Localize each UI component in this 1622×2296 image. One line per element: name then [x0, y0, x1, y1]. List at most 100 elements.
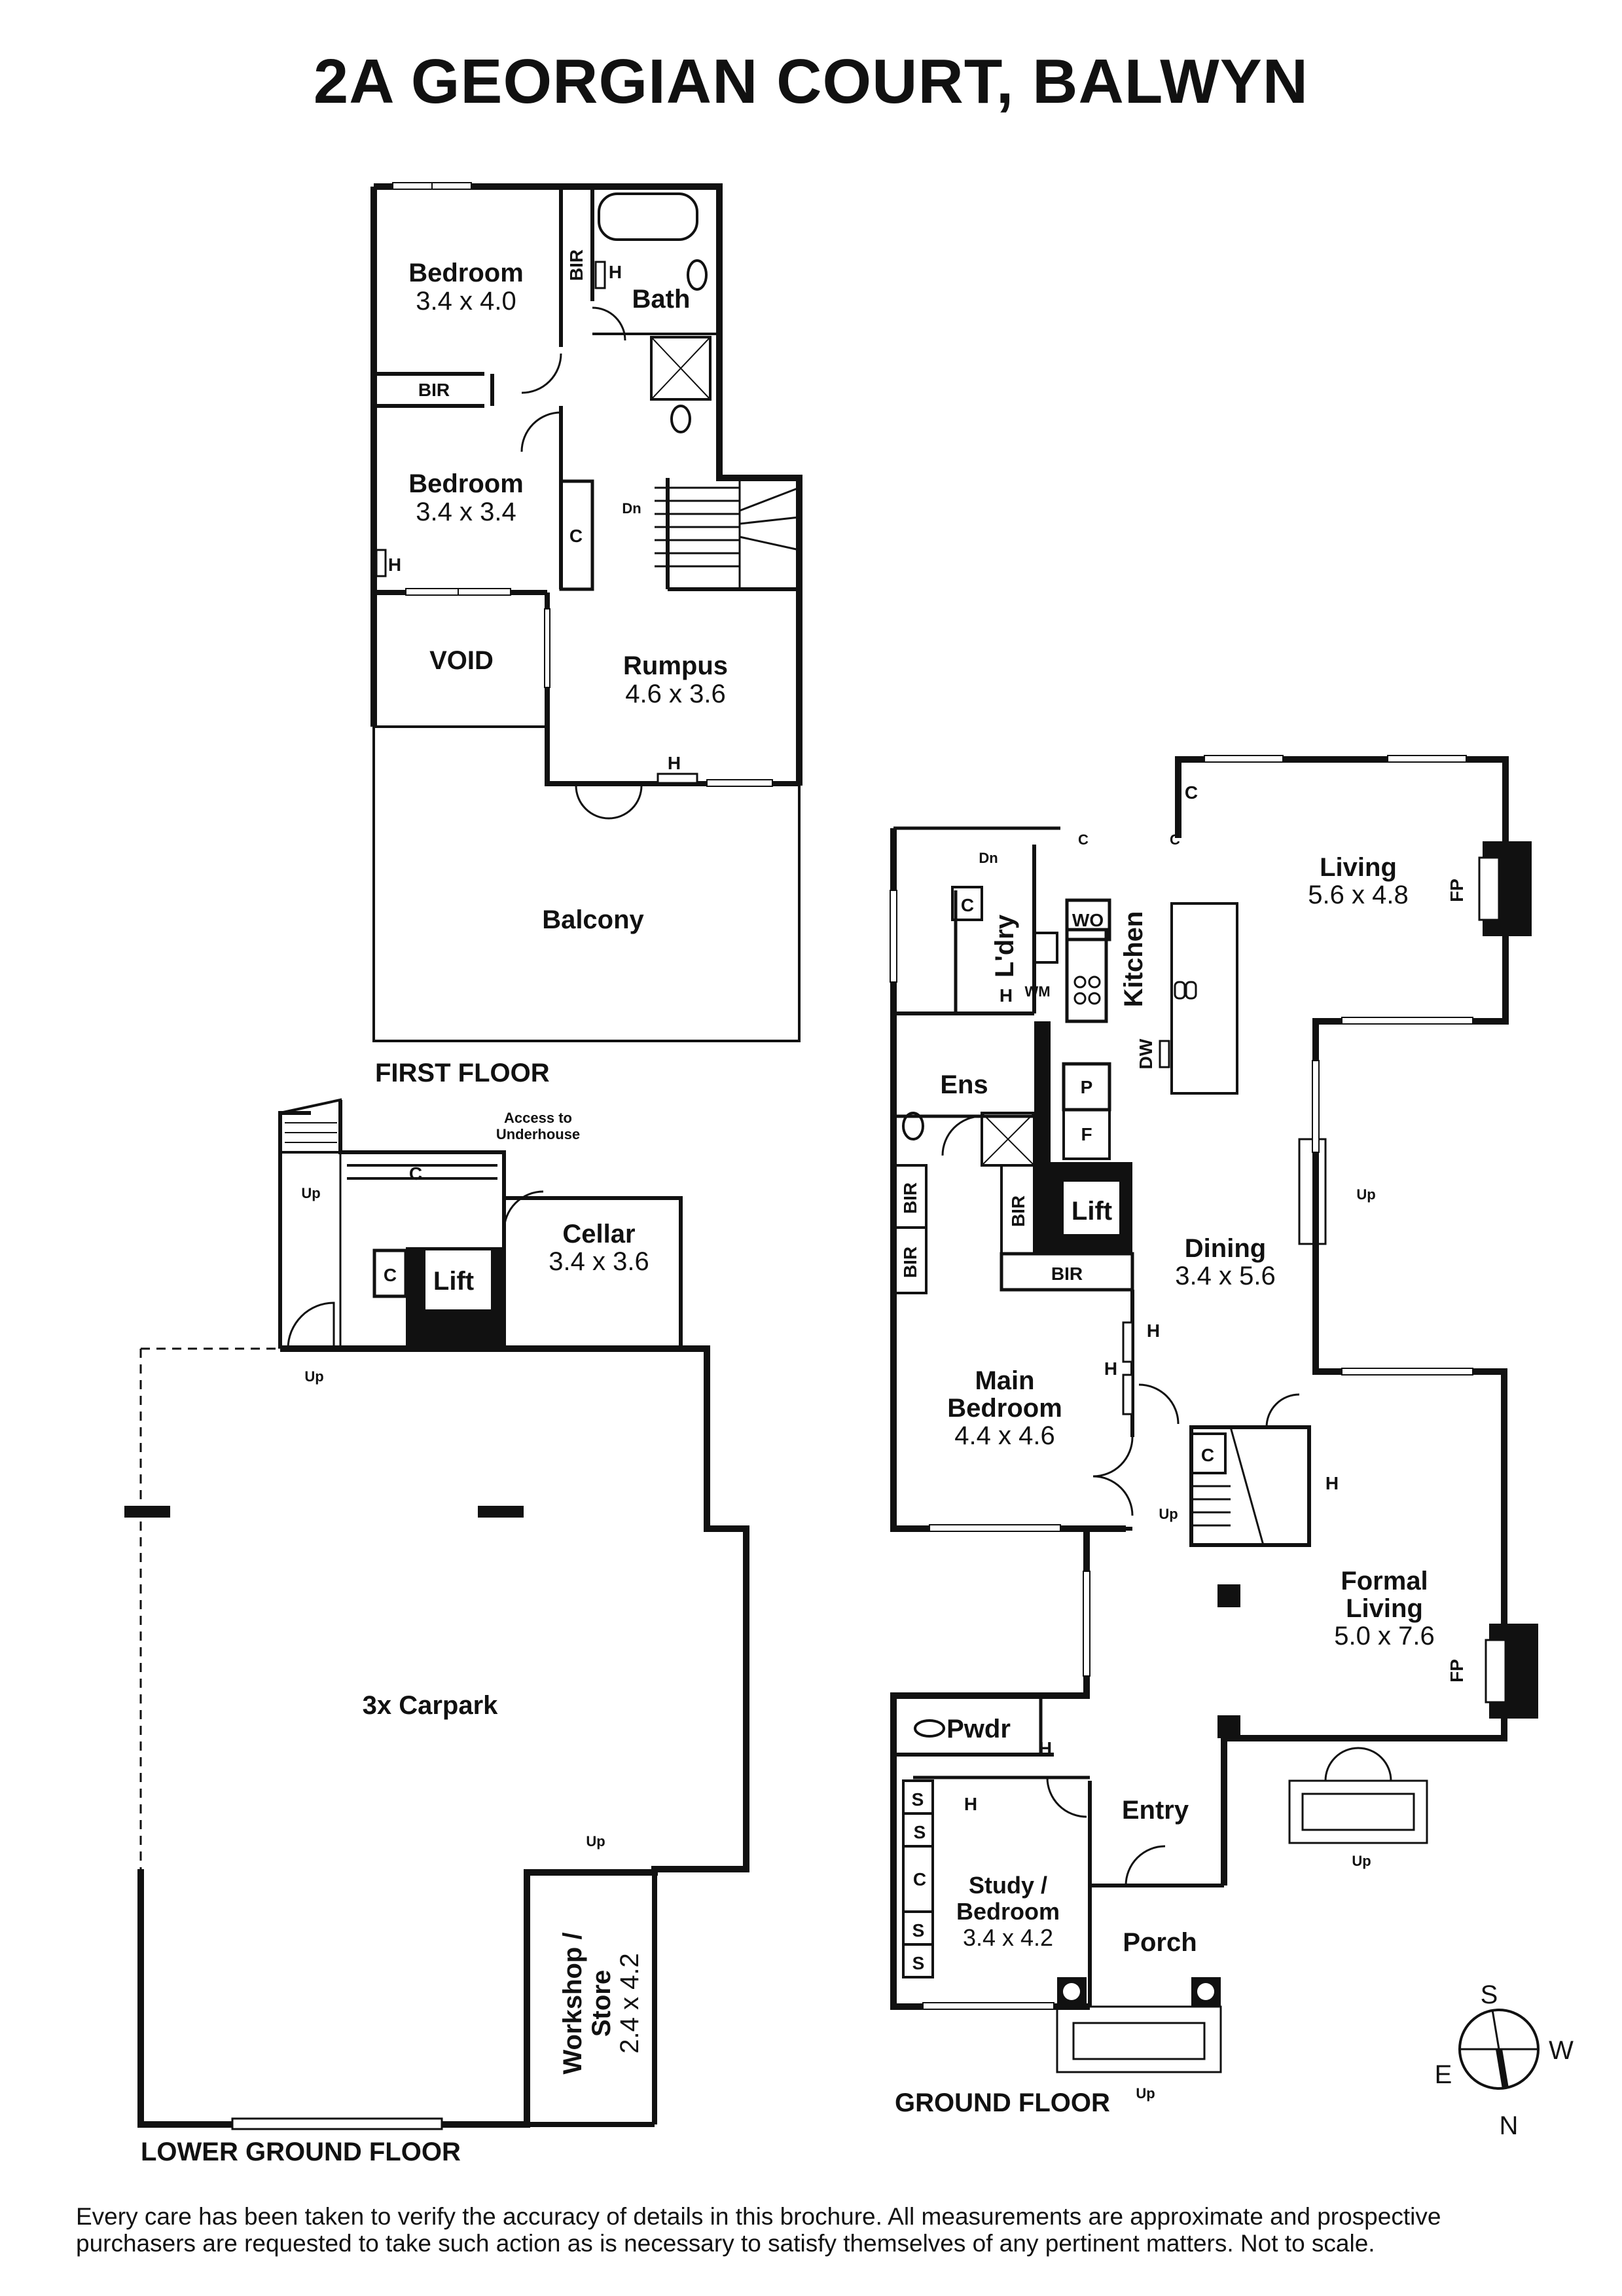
- room-name: Living: [1346, 1594, 1423, 1623]
- room-dim: 5.0 x 7.6: [1334, 1622, 1434, 1650]
- first-floor-wall: [374, 183, 802, 786]
- heater: [375, 549, 387, 577]
- label-up: Up: [301, 1185, 320, 1201]
- label-underhouse: Underhouse: [496, 1126, 580, 1142]
- label-up: Up: [1352, 1853, 1371, 1869]
- label-wo: WO: [1072, 910, 1104, 930]
- window: [922, 2002, 1054, 2010]
- window: [458, 588, 511, 596]
- label-h: H: [1000, 985, 1013, 1006]
- door-swing: [1092, 1436, 1134, 1478]
- door-swing: [608, 785, 643, 820]
- label-h: H: [1039, 1738, 1052, 1758]
- label-up: Up: [304, 1368, 323, 1385]
- room-dim: 3.4 x 5.6: [1175, 1262, 1275, 1290]
- label-access: Access to: [504, 1110, 572, 1126]
- label-bir: BIR: [1051, 1264, 1083, 1284]
- toilet: [914, 1719, 945, 1738]
- compass: [1458, 2009, 1540, 2090]
- dishwasher: [1159, 1040, 1170, 1068]
- lift-label: Lift: [433, 1267, 474, 1296]
- room-name: Bedroom: [408, 469, 524, 498]
- first-floor-stairs: [655, 478, 800, 589]
- shower: [650, 336, 712, 401]
- study-storage: [902, 1943, 934, 1978]
- label-f: F: [1081, 1124, 1092, 1144]
- room-name: Bedroom: [408, 259, 524, 287]
- lower-floor-wall: [278, 1111, 311, 1349]
- column: [1217, 1584, 1240, 1607]
- room-dim: 2.4 x 4.2: [615, 1953, 644, 2053]
- window: [1204, 755, 1284, 763]
- label-s: S: [912, 1953, 925, 1973]
- label-h: H: [1147, 1321, 1160, 1341]
- label-h: H: [964, 1794, 977, 1814]
- door-swing: [941, 1115, 982, 1156]
- room-name: Living: [1320, 853, 1397, 882]
- page-title: 2A GEORGIAN COURT, BALWYN: [313, 46, 1309, 117]
- disclaimer: Every care has been taken to verify the …: [76, 2203, 1441, 2257]
- label-wm: WM: [1024, 983, 1050, 1000]
- door-swing: [1358, 1747, 1392, 1781]
- cooktop: [1065, 928, 1108, 1023]
- cupboard: [1190, 1432, 1227, 1474]
- room-name: Bedroom: [956, 1898, 1060, 1925]
- door-swing: [592, 306, 626, 341]
- label-c: C: [409, 1163, 422, 1184]
- label-up: Up: [1356, 1186, 1375, 1203]
- lower-stairs: [279, 1098, 342, 1154]
- room-name: Store: [587, 1970, 616, 2037]
- first-floor: [370, 182, 802, 1042]
- beam: [478, 1506, 524, 1518]
- floor-label: LOWER GROUND FLOOR: [141, 2138, 461, 2166]
- label-s: S: [912, 1789, 924, 1810]
- label-s: S: [912, 1920, 925, 1941]
- room-name: Ens: [940, 1070, 988, 1099]
- room-name: Dining: [1185, 1234, 1266, 1263]
- toilet: [902, 1112, 924, 1140]
- window: [544, 608, 550, 688]
- label-bir: BIR: [1008, 1195, 1028, 1227]
- room-name: Bath: [632, 285, 691, 314]
- toilet: [687, 259, 708, 291]
- label-h: H: [1104, 1358, 1117, 1379]
- cupboard: [951, 886, 983, 921]
- room-dim: 3.4 x 3.6: [549, 1247, 649, 1276]
- label-bir: BIR: [900, 1247, 920, 1278]
- label-h: H: [668, 753, 681, 773]
- label-h: H: [388, 555, 401, 575]
- label-c: C: [1185, 782, 1198, 803]
- door-swing: [521, 353, 562, 394]
- heater: [1122, 1374, 1134, 1415]
- room-name: 3x Carpark: [363, 1691, 499, 1720]
- ground-floor: [890, 755, 1538, 2073]
- beam: [124, 1506, 170, 1518]
- room-name: Entry: [1122, 1796, 1189, 1825]
- compass-w: W: [1549, 2036, 1574, 2065]
- wall-oven: [1065, 898, 1111, 941]
- label-bir: BIR: [418, 380, 450, 400]
- label-fp: FP: [1447, 879, 1467, 902]
- bir: [1000, 1252, 1134, 1292]
- room-name: Rumpus: [623, 651, 728, 680]
- door-swing: [520, 411, 562, 452]
- bir: [892, 1226, 928, 1294]
- room-name: Formal: [1341, 1567, 1428, 1595]
- label-c: C: [1201, 1445, 1214, 1465]
- sink: [1033, 932, 1058, 964]
- lower-ground-floor: [124, 1098, 749, 2130]
- structural-wall: [1034, 1021, 1051, 1254]
- room-name: Study /: [969, 1872, 1047, 1899]
- garage-door: [231, 2117, 443, 2130]
- door-swing: [1138, 1383, 1180, 1425]
- fridge: [1062, 1108, 1111, 1160]
- ground-floor-wall: [1175, 756, 1509, 1886]
- window: [431, 182, 472, 190]
- door-swing: [287, 1302, 335, 1349]
- window: [1387, 755, 1467, 763]
- floor-label: GROUND FLOOR: [895, 2088, 1110, 2117]
- label-s: S: [914, 1822, 926, 1842]
- label-p: P: [1081, 1077, 1093, 1097]
- lift-label: Lift: [1072, 1197, 1112, 1226]
- label-dn: Dn: [979, 850, 998, 866]
